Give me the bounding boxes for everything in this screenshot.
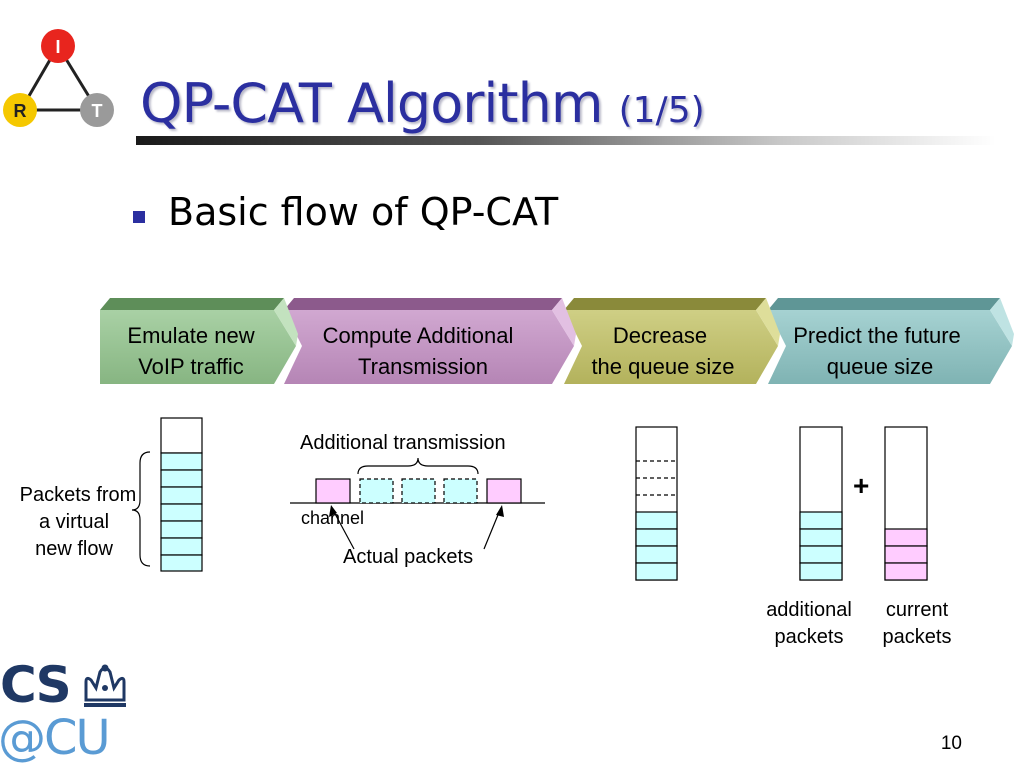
node-t-icon: T (80, 93, 114, 127)
additional-packets-line1: additional (766, 599, 852, 621)
stage-1-line1: Emulate new (127, 323, 254, 348)
flow-stage-4: Predict the future queue size (768, 298, 1014, 384)
channel-label: channel (301, 508, 365, 528)
current-packets-queue (884, 426, 928, 581)
title-sub: (1/5) (618, 90, 705, 131)
cs-cu-logo: CS @CU (0, 656, 135, 768)
title-underline (136, 136, 996, 145)
queue-diagrams (131, 417, 928, 581)
stage-2-line2: Transmission (358, 354, 488, 379)
new-flow-label-line3: new flow (35, 538, 113, 560)
page-number: 10 (940, 733, 962, 754)
additional-packets-line2: packets (774, 626, 844, 648)
new-flow-label-line1: Packets from (19, 484, 137, 506)
current-packets-label: current packets (866, 597, 968, 651)
new-flow-label: Packets from a virtual new flow (8, 482, 148, 563)
slide-title: QP-CAT Algorithm (1/5) (140, 72, 705, 135)
process-flow: Predict the future queue size Decrease t… (100, 298, 1014, 384)
stage-2-line1: Compute Additional (323, 323, 514, 348)
additional-packets-label: additional packets (750, 597, 868, 651)
decreased-queue (635, 426, 678, 581)
additional-transmission-label: Additional transmission (300, 432, 506, 454)
title-main: QP-CAT Algorithm (140, 72, 603, 135)
crown-icon (84, 664, 126, 707)
flow-stage-1: Emulate new VoIP traffic (100, 298, 298, 384)
logo-line2: @CU (0, 710, 111, 766)
stage-1-line2: VoIP traffic (138, 354, 244, 379)
logo-line1: CS (0, 656, 72, 714)
current-packets-line2: packets (882, 626, 952, 648)
stage-3-line1: Decrease (613, 323, 707, 348)
flow-stage-2: Compute Additional Transmission (284, 298, 576, 384)
node-r-icon: R (3, 93, 37, 127)
svg-text:I: I (55, 37, 60, 57)
flow-stage-3: Decrease the queue size (564, 298, 780, 384)
bullet-square-icon (133, 211, 145, 223)
stage-4-line1: Predict the future (793, 323, 961, 348)
svg-text:T: T (92, 101, 103, 121)
channel (290, 457, 545, 550)
plus-sign: + (853, 470, 870, 501)
actual-packets-label: Actual packets (343, 546, 474, 568)
node-i-icon: I (41, 29, 75, 63)
additional-brace (357, 457, 479, 475)
new-flow-queue (160, 417, 203, 572)
irt-logo: I R T (3, 29, 114, 127)
new-flow-label-line2: a virtual (38, 511, 110, 533)
current-packets-line1: current (885, 599, 949, 621)
stage-4-line2: queue size (827, 354, 933, 379)
additional-packets-queue (799, 426, 843, 581)
svg-text:R: R (14, 101, 27, 121)
bullet-text: Basic flow of QP-CAT (168, 190, 559, 234)
new-flow-brace (131, 451, 151, 567)
stage-3-line2: the queue size (591, 354, 734, 379)
